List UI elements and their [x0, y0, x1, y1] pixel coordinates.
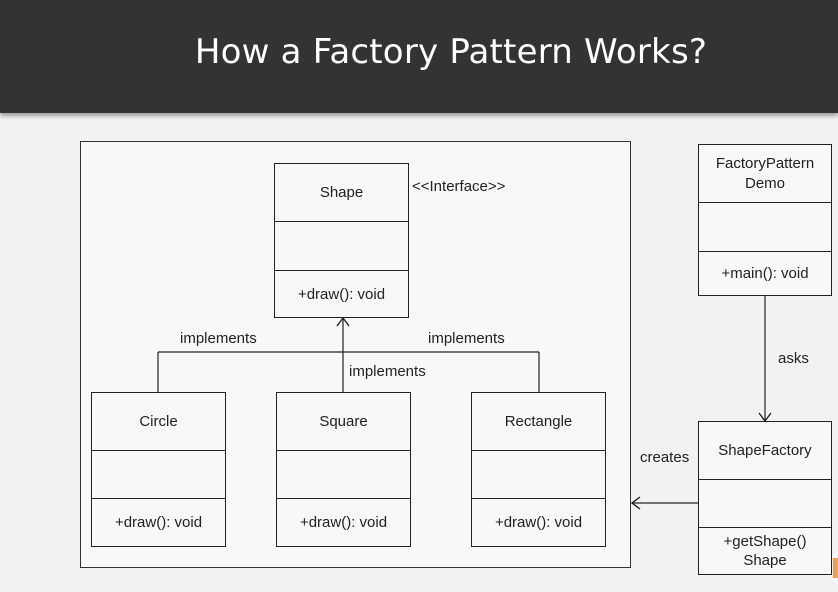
demo-class-name: FactoryPattern Demo [699, 145, 831, 202]
creates-label: creates [640, 449, 690, 466]
header-bar: How a Factory Pattern Works? [0, 0, 838, 113]
interface-stereotype: <<Interface>> [412, 178, 506, 195]
shape-attributes [275, 221, 408, 270]
asks-arrowhead [758, 412, 772, 423]
factory-method-line2: Shape [743, 552, 787, 569]
shape-interface-box: Shape +draw(): void [274, 163, 409, 318]
factory-method: +getShape() Shape [699, 527, 831, 574]
corner-mark [833, 558, 838, 578]
demo-attributes [699, 202, 831, 251]
implements-label-left: implements [180, 330, 257, 347]
rectangle-class-name: Rectangle [504, 413, 573, 430]
factory-class-name: ShapeFactory [718, 442, 812, 459]
square-method: +draw(): void [277, 498, 410, 546]
slide-title: How a Factory Pattern Works? [194, 32, 708, 72]
circle-class-name: Circle [139, 413, 178, 430]
rectangle-method: +draw(): void [472, 498, 605, 546]
creates-arrowhead [630, 496, 641, 510]
demo-name-line2: Demo [744, 174, 785, 192]
circle-class-box: Circle +draw(): void [91, 392, 226, 547]
shape-method: +draw(): void [275, 270, 408, 317]
shape-class-name: Shape [319, 184, 364, 201]
square-class-box: Square +draw(): void [276, 392, 411, 547]
square-class-name: Square [319, 413, 368, 430]
rectangle-class-box: Rectangle +draw(): void [471, 392, 606, 547]
rectangle-attributes [472, 450, 605, 498]
factory-method-line1: +getShape() [723, 533, 807, 550]
factory-attributes [699, 479, 831, 527]
asks-label: asks [778, 350, 809, 367]
circle-attributes [92, 450, 225, 498]
square-attributes [277, 450, 410, 498]
implements-label-center: implements [349, 363, 426, 380]
factory-pattern-demo-box: FactoryPattern Demo +main(): void [698, 144, 832, 296]
shape-factory-box: ShapeFactory +getShape() Shape [698, 421, 832, 575]
circle-method: +draw(): void [92, 498, 225, 546]
demo-name-line1: FactoryPattern [715, 154, 815, 172]
demo-method: +main(): void [699, 251, 831, 295]
implements-label-right: implements [428, 330, 505, 347]
